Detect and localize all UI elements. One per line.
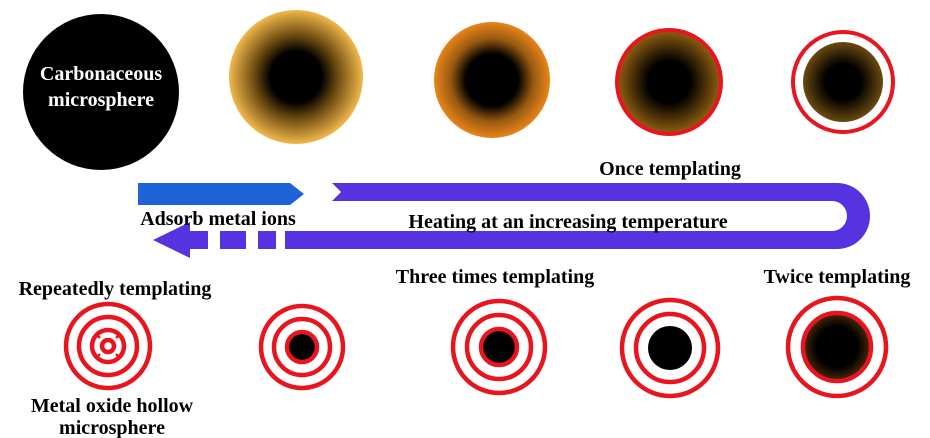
metal-ion-adsorbed-sphere-dark bbox=[434, 22, 550, 138]
metal-oxide-hollow-microsphere bbox=[63, 301, 153, 391]
repeatedly-templated-sphere bbox=[258, 303, 346, 391]
return-arrow-dashed bbox=[153, 222, 276, 258]
shell-forming-sphere bbox=[615, 28, 723, 136]
three-times-templated-sphere bbox=[450, 298, 548, 396]
heating-arrow bbox=[285, 183, 870, 249]
core-label-line2: microsphere bbox=[48, 89, 154, 111]
product-label-line1: Metal oxide hollow bbox=[31, 395, 194, 417]
repeatedly-templating-label: Repeatedly templating bbox=[19, 278, 212, 300]
three-times-templating-label: Three times templating bbox=[396, 266, 595, 288]
carbonaceous-microsphere: Carbonaceous microsphere bbox=[23, 14, 179, 170]
adsorb-arrow bbox=[138, 183, 304, 205]
twice-templating-label: Twice templating bbox=[764, 266, 911, 288]
twice-templated-sphere-intermediate bbox=[619, 297, 721, 399]
heating-label: Heating at an increasing temperature bbox=[408, 211, 727, 233]
core-label-line1: Carbonaceous bbox=[40, 63, 162, 85]
metal-ion-adsorbed-sphere-light bbox=[229, 10, 363, 144]
product-label-line2: microsphere bbox=[59, 417, 165, 438]
adsorb-metal-ions-label: Adsorb metal ions bbox=[140, 208, 296, 230]
twice-templated-sphere bbox=[785, 295, 889, 399]
once-templated-sphere bbox=[791, 30, 895, 134]
once-templating-label: Once templating bbox=[599, 158, 741, 180]
